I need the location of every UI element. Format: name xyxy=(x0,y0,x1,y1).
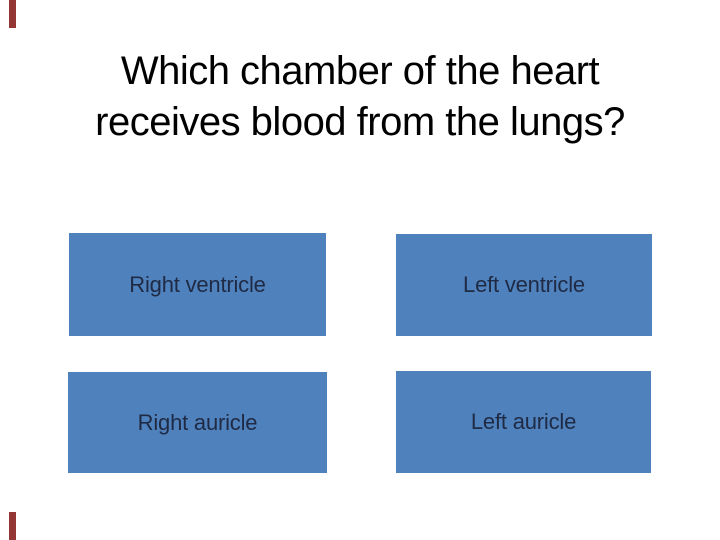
bottom-left-accent-bar xyxy=(9,512,16,540)
answer-box-right-ventricle[interactable]: Right ventricle xyxy=(69,233,326,336)
top-left-accent-bar xyxy=(9,0,16,28)
answer-box-right-auricle[interactable]: Right auricle xyxy=(68,372,327,473)
answer-label: Right auricle xyxy=(137,409,258,435)
answer-label: Left ventricle xyxy=(463,272,585,297)
question-title-line1: Which chamber of the heart xyxy=(120,49,600,93)
answer-box-left-ventricle[interactable]: Left ventricle xyxy=(396,234,652,336)
answer-label: Left auricle xyxy=(470,409,577,434)
answer-label: Right ventricle xyxy=(129,271,266,297)
answer-box-left-auricle[interactable]: Left auricle xyxy=(396,371,651,473)
question-title-line2: receives blood from the lungs? xyxy=(95,100,625,144)
question-title: Which chamber of the heart receives bloo… xyxy=(40,46,680,148)
